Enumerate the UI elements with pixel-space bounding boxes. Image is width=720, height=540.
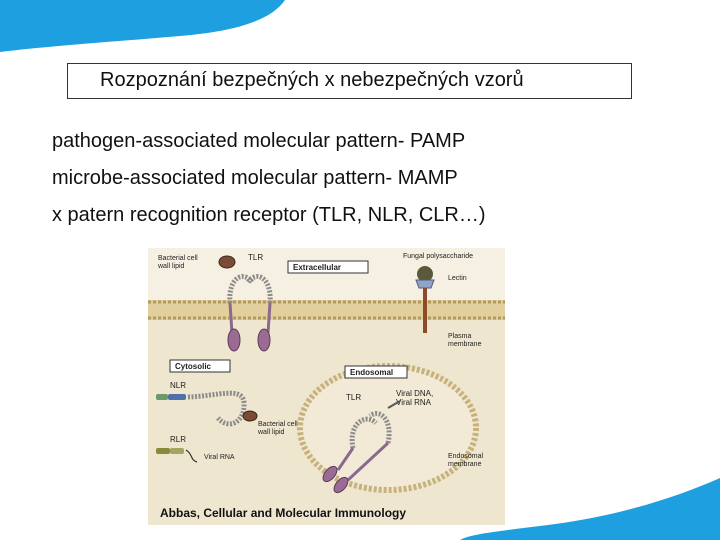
bullet-prr: x patern recognition receptor (TLR, NLR,…	[52, 204, 486, 227]
label-nlr: NLR	[170, 381, 186, 390]
label-tlr-top: TLR	[248, 253, 263, 262]
label-viral-dna-rna: Viral DNA,Viral RNA	[396, 389, 433, 407]
label-lectin: Lectin	[448, 275, 467, 282]
label-extracellular: Extracellular	[293, 263, 341, 272]
figure-credit: Abbas, Cellular and Molecular Immunology	[160, 506, 406, 520]
label-cytosolic: Cytosolic	[175, 362, 212, 371]
label-viral-rna-cyto: Viral RNA	[204, 454, 235, 461]
slide-title: Rozpoznání bezpečných x nebezpečných vzo…	[100, 69, 524, 92]
bacterial-lipid-ligand	[219, 256, 235, 268]
label-tlr-endo: TLR	[346, 393, 361, 402]
label-endosomal: Endosomal	[350, 368, 393, 377]
plasma-membrane	[148, 300, 505, 320]
bullet-mamp: microbe-associated molecular pattern- MA…	[52, 167, 458, 190]
label-rlr: RLR	[170, 435, 186, 444]
label-fungal: Fungal polysaccharide	[403, 253, 473, 260]
bullet-pamp: pathogen-associated molecular pattern- P…	[52, 130, 465, 153]
top-left-corner-decoration	[0, 0, 300, 60]
